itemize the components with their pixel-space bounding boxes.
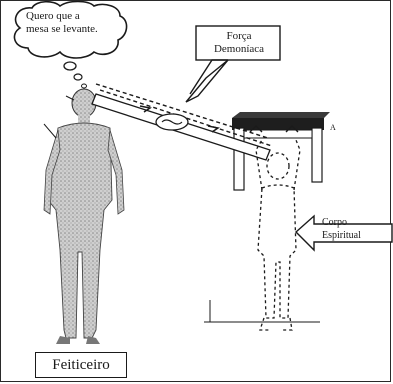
ground-line [204, 300, 320, 322]
spirit-label: Corpo Espiritual [322, 216, 390, 242]
force-label-line-2: Demoníaca [200, 43, 278, 56]
thought-line-2: mesa se levante. [26, 23, 122, 36]
spirit-label-line-2: Espiritual [322, 229, 390, 242]
force-label: Força Demoníaca [200, 30, 278, 56]
thought-bubble-text: Quero que a mesa se levante. [26, 10, 122, 36]
sorcerer-figure [44, 89, 124, 344]
figure-caption: Feiticeiro [35, 352, 127, 378]
force-label-line-1: Força [200, 30, 278, 43]
table-marker: A [330, 123, 336, 132]
spirit-figure [256, 140, 300, 330]
thought-line-1: Quero que a [26, 10, 122, 23]
spirit-label-line-1: Corpo [322, 216, 390, 229]
